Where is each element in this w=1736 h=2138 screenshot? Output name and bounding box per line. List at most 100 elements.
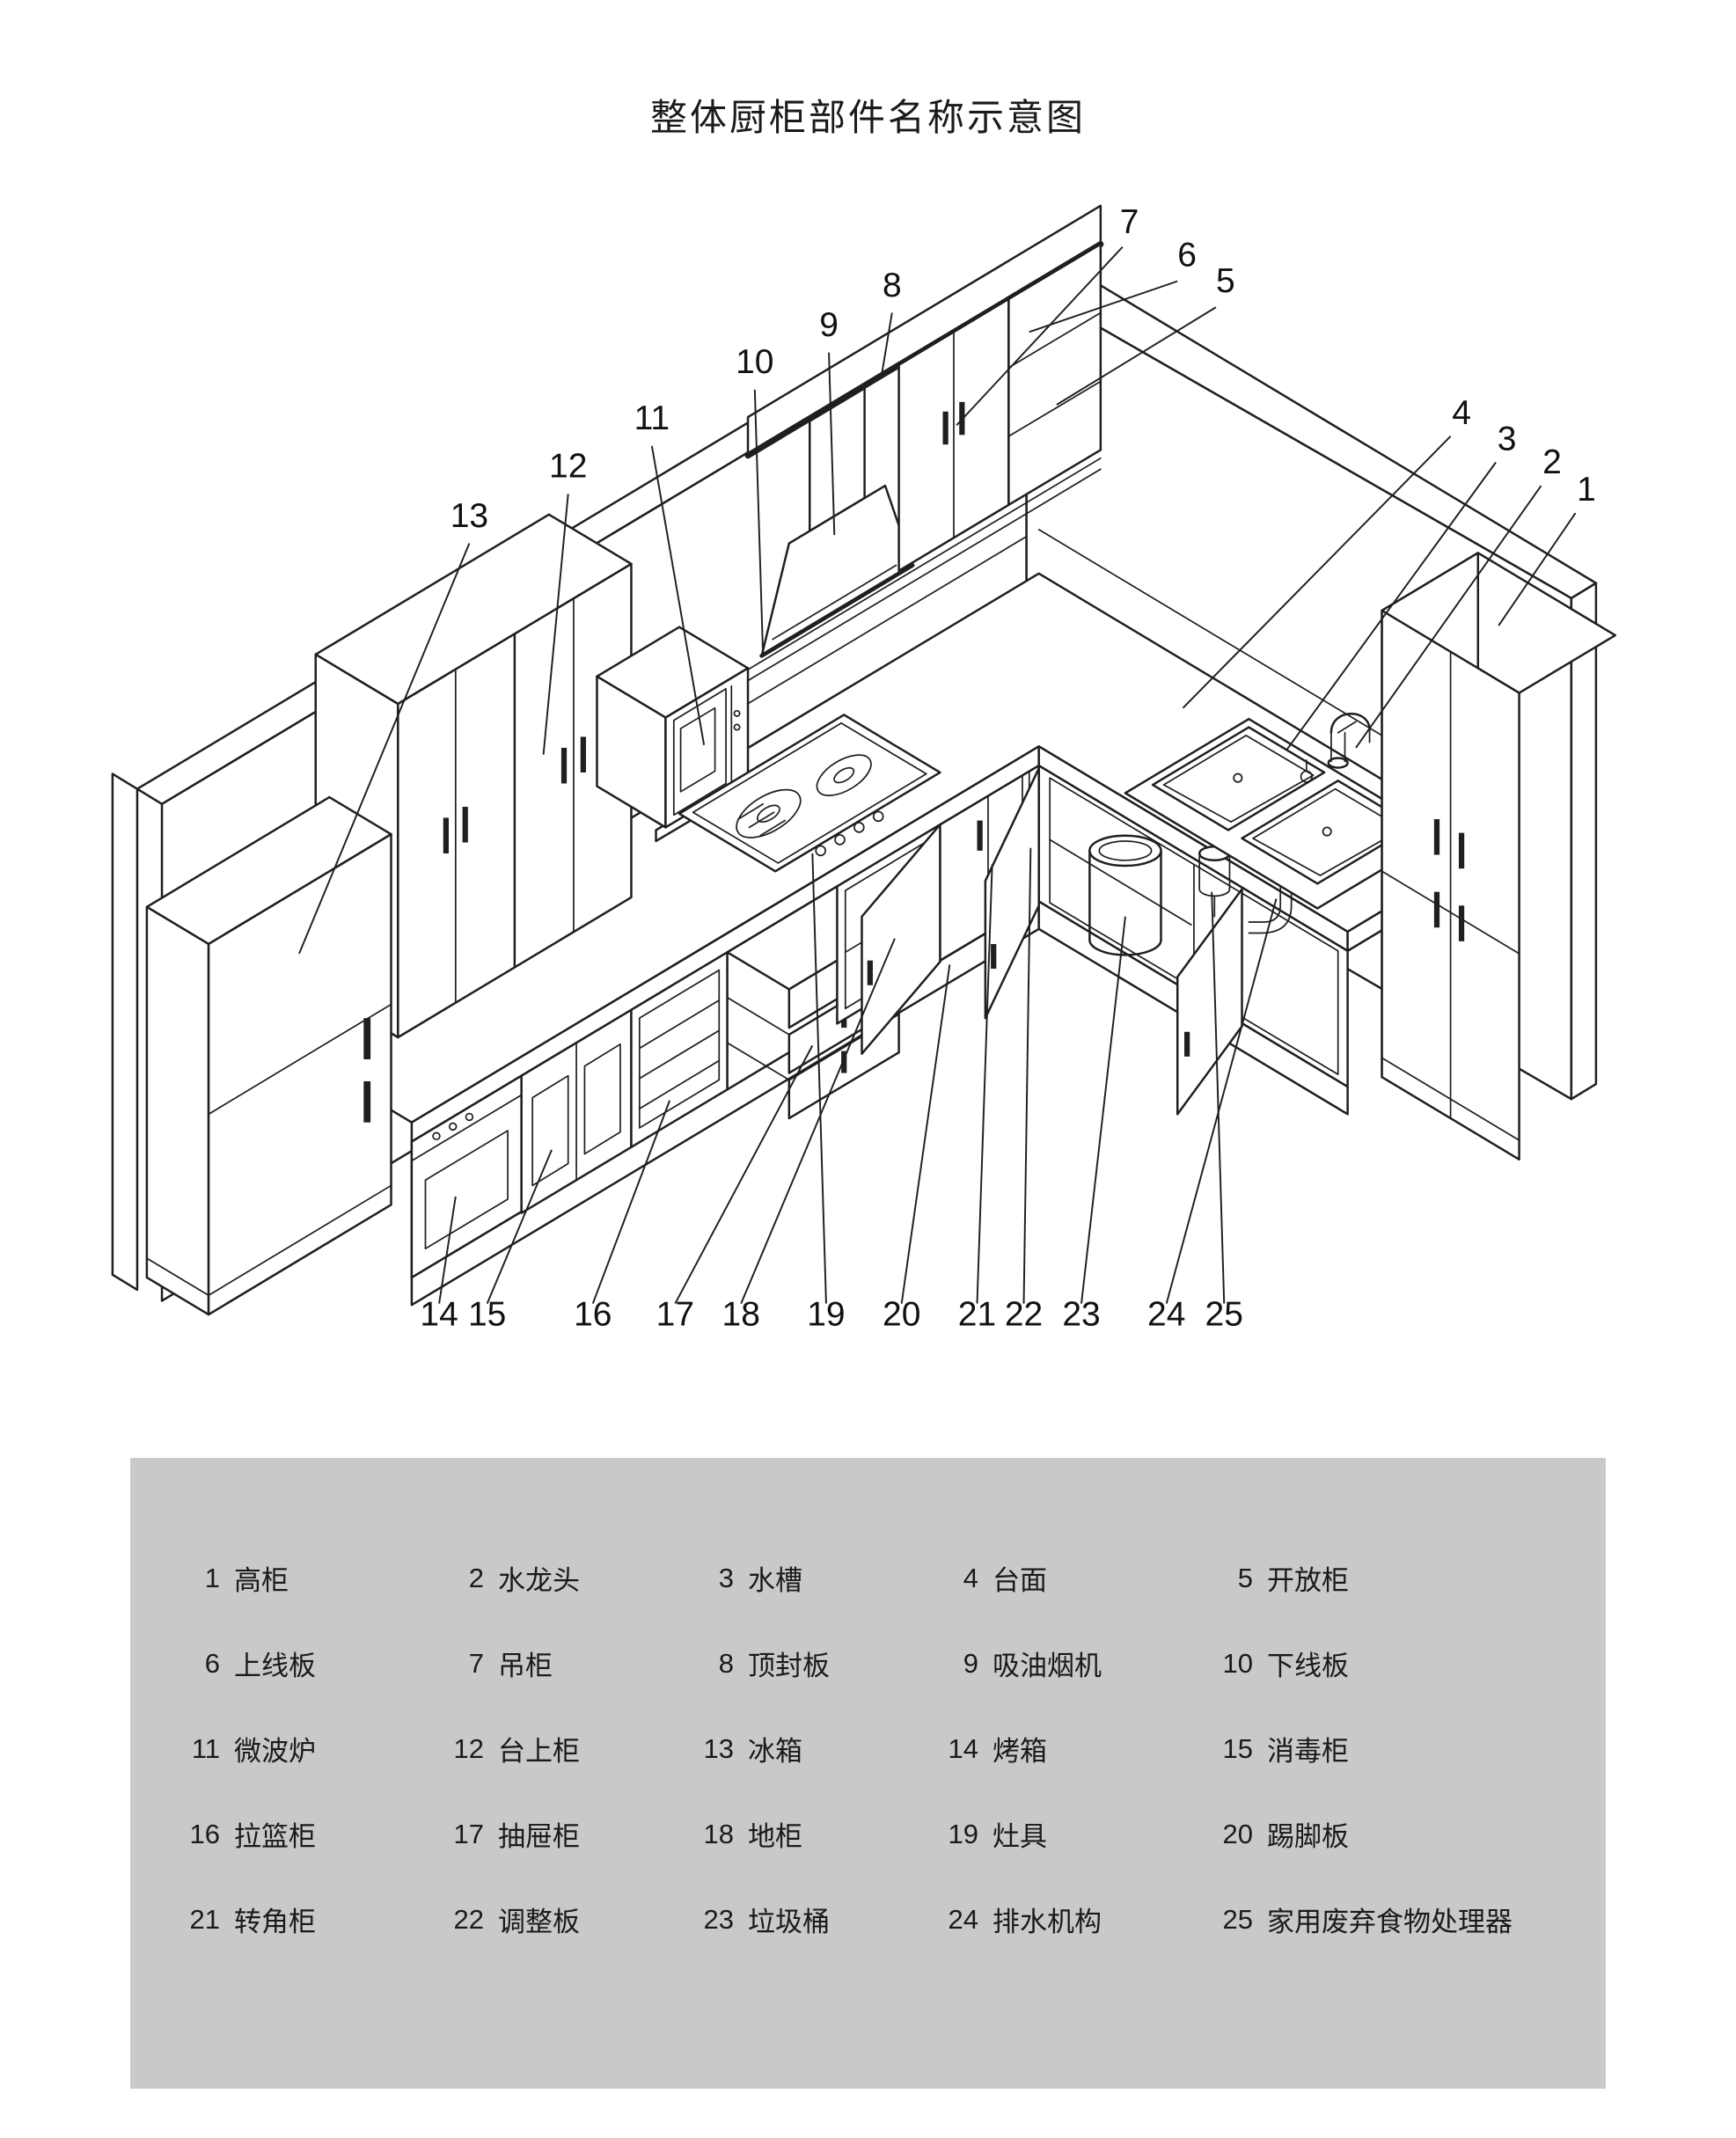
- callout-leader-9: [828, 352, 836, 536]
- callout-number-9: 9: [819, 306, 839, 344]
- legend-item-number: 7: [468, 1647, 484, 1679]
- legend-item-label: 冰箱: [748, 1736, 802, 1767]
- legend-item: 25 家用废弃食物处理器: [1207, 1877, 1606, 1962]
- legend-item-number: 16: [189, 1818, 220, 1849]
- callout-number-5: 5: [1216, 262, 1235, 300]
- callout-number-20: 20: [883, 1296, 920, 1334]
- legend-item-label: 排水机构: [993, 1907, 1102, 1937]
- callout-leader-13: [298, 543, 471, 955]
- callout-leader-11: [650, 445, 706, 745]
- legend-item: 22 调整板: [438, 1877, 688, 1962]
- legend-item-number: 25: [1222, 1903, 1253, 1935]
- callout-number-11: 11: [634, 399, 670, 437]
- legend-item-number: 19: [948, 1818, 978, 1849]
- legend-item-number: 21: [189, 1903, 220, 1935]
- faucet: [1300, 713, 1371, 783]
- legend-item-number: 1: [204, 1562, 220, 1593]
- legend-item-label: 台上柜: [498, 1736, 580, 1767]
- callout-number-13: 13: [450, 497, 488, 535]
- callout-number-17: 17: [656, 1296, 694, 1334]
- callout-number-24: 24: [1147, 1296, 1185, 1334]
- legend-item: 12 台上柜: [438, 1706, 688, 1791]
- legend-item: 1 高柜: [174, 1535, 438, 1621]
- legend-item-label: 抽屉柜: [498, 1821, 580, 1852]
- legend-item-label: 水槽: [748, 1565, 802, 1596]
- legend-item-number: 6: [204, 1647, 220, 1679]
- legend-item-label: 微波炉: [234, 1736, 316, 1767]
- tall-cabinet-fridge: [145, 795, 392, 1316]
- legend-item-label: 灶具: [993, 1821, 1047, 1852]
- legend-item-number: 13: [703, 1732, 734, 1764]
- callout-leader-3: [1286, 461, 1497, 750]
- legend-item: 2 水龙头: [438, 1535, 688, 1621]
- legend-item-number: 15: [1222, 1732, 1253, 1764]
- callout-number-3: 3: [1498, 420, 1517, 458]
- legend-item-number: 24: [948, 1903, 978, 1935]
- legend-item-number: 10: [1222, 1647, 1253, 1679]
- callout-leader-20: [900, 964, 951, 1304]
- callout-leader-24: [1165, 898, 1278, 1304]
- legend-item-label: 水龙头: [498, 1565, 580, 1596]
- legend-item: 16 拉篮柜: [174, 1791, 438, 1877]
- legend-item: 10 下线板: [1207, 1621, 1606, 1706]
- legend-item: 24 排水机构: [933, 1877, 1207, 1962]
- page-title: 整体厨柜部件名称示意图: [649, 97, 1086, 138]
- legend-item: 8 顶封板: [688, 1621, 933, 1706]
- legend-item-number: 5: [1237, 1562, 1253, 1593]
- legend-item-label: 下线板: [1267, 1651, 1349, 1681]
- legend-item-label: 调整板: [498, 1907, 580, 1937]
- legend-item-number: 11: [191, 1732, 220, 1764]
- open-doors: [861, 767, 1243, 1116]
- callout-leader-6: [1029, 280, 1178, 333]
- range-hood: [759, 387, 915, 658]
- callout-leader-17: [674, 1044, 814, 1305]
- callout-number-16: 16: [574, 1296, 612, 1334]
- legend-item-number: 22: [453, 1903, 484, 1935]
- legend-item-number: 2: [468, 1562, 484, 1593]
- callout-number-10: 10: [736, 343, 773, 381]
- callout-leader-7: [956, 245, 1124, 427]
- legend-item-label: 拉篮柜: [234, 1821, 316, 1852]
- sink: [1124, 717, 1442, 910]
- callout-leader-19: [811, 853, 827, 1304]
- callout-number-7: 7: [1120, 203, 1139, 241]
- oven: [410, 1074, 523, 1279]
- callout-number-12: 12: [549, 448, 587, 486]
- legend-item-number: 18: [703, 1818, 734, 1849]
- legend-item-label: 开放柜: [1267, 1565, 1349, 1596]
- callout-leader-18: [740, 938, 896, 1304]
- callout-leader-15: [486, 1149, 553, 1304]
- callout-leader-5: [1056, 306, 1217, 406]
- legend-item-label: 家用废弃食物处理器: [1267, 1907, 1513, 1937]
- legend-item-number: 8: [718, 1647, 734, 1679]
- callout-leader-16: [591, 1100, 671, 1304]
- legend-item: 11 微波炉: [174, 1706, 438, 1791]
- callout-number-15: 15: [468, 1296, 506, 1334]
- legend-item-number: 9: [963, 1647, 978, 1679]
- callout-number-8: 8: [883, 267, 902, 304]
- callout-number-22: 22: [1005, 1296, 1043, 1334]
- legend-item-label: 垃圾桶: [748, 1907, 830, 1937]
- legend-item-number: 20: [1222, 1818, 1253, 1849]
- legend-item-number: 12: [453, 1732, 484, 1764]
- callout-leader-10: [753, 389, 765, 656]
- callout-leader-1: [1498, 512, 1577, 626]
- legend-item-label: 顶封板: [748, 1651, 830, 1681]
- cooktop: [678, 714, 941, 873]
- legend-item-label: 转角柜: [234, 1907, 316, 1937]
- legend-item-label: 踢脚板: [1267, 1821, 1349, 1852]
- legend-item-label: 高柜: [234, 1565, 289, 1596]
- callout-number-19: 19: [807, 1296, 845, 1334]
- callout-number-21: 21: [958, 1296, 996, 1334]
- legend-item-label: 台面: [993, 1565, 1047, 1596]
- legend-item: 20 踢脚板: [1207, 1791, 1606, 1877]
